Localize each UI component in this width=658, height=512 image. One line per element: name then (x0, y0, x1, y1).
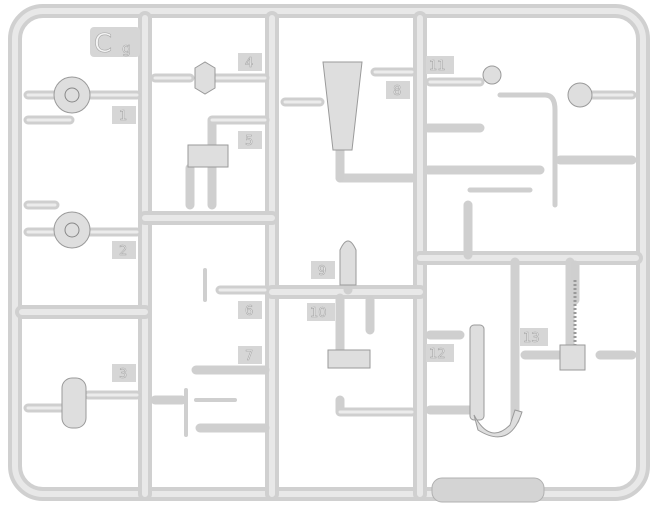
part-number-8: 8 (393, 84, 401, 99)
part-number-12: 12 (429, 347, 446, 362)
sprue-code-letter: C (94, 29, 112, 59)
hex-part-4 (194, 61, 216, 95)
wheel-part-1 (53, 76, 91, 114)
part-number-11: 11 (429, 59, 446, 74)
block-part-5 (187, 144, 229, 168)
runners (15, 11, 643, 501)
part-number-3: 3 (119, 367, 127, 382)
part-number-5: 5 (245, 134, 253, 149)
sprue-frame (8, 4, 650, 503)
sprue-tab (431, 477, 545, 503)
part-number-2: 2 (119, 244, 127, 259)
part-number-10: 10 (310, 306, 327, 321)
wheel-part-2 (53, 211, 91, 249)
part-number-labels: 1 2 3 4 5 6 7 8 9 10 11 12 13 (112, 53, 548, 382)
part-number-1: 1 (119, 109, 127, 124)
pipe-part-12 (469, 324, 485, 421)
part-number-6: 6 (245, 304, 253, 319)
clamp-part-10 (327, 349, 371, 369)
part-number-9: 9 (318, 264, 326, 279)
part-number-4: 4 (245, 56, 253, 71)
part-9 (339, 240, 357, 286)
tank-part-8 (322, 61, 363, 151)
parts (23, 61, 637, 438)
sprue-code-label: C g (90, 27, 140, 59)
sprue-code-suffix: g (122, 41, 131, 57)
cylinder-part-3 (61, 377, 87, 429)
part-13 (559, 344, 586, 371)
part-number-7: 7 (245, 349, 253, 364)
part-number-13: 13 (523, 331, 540, 346)
part-11a (482, 65, 502, 85)
part-11b (567, 82, 593, 108)
